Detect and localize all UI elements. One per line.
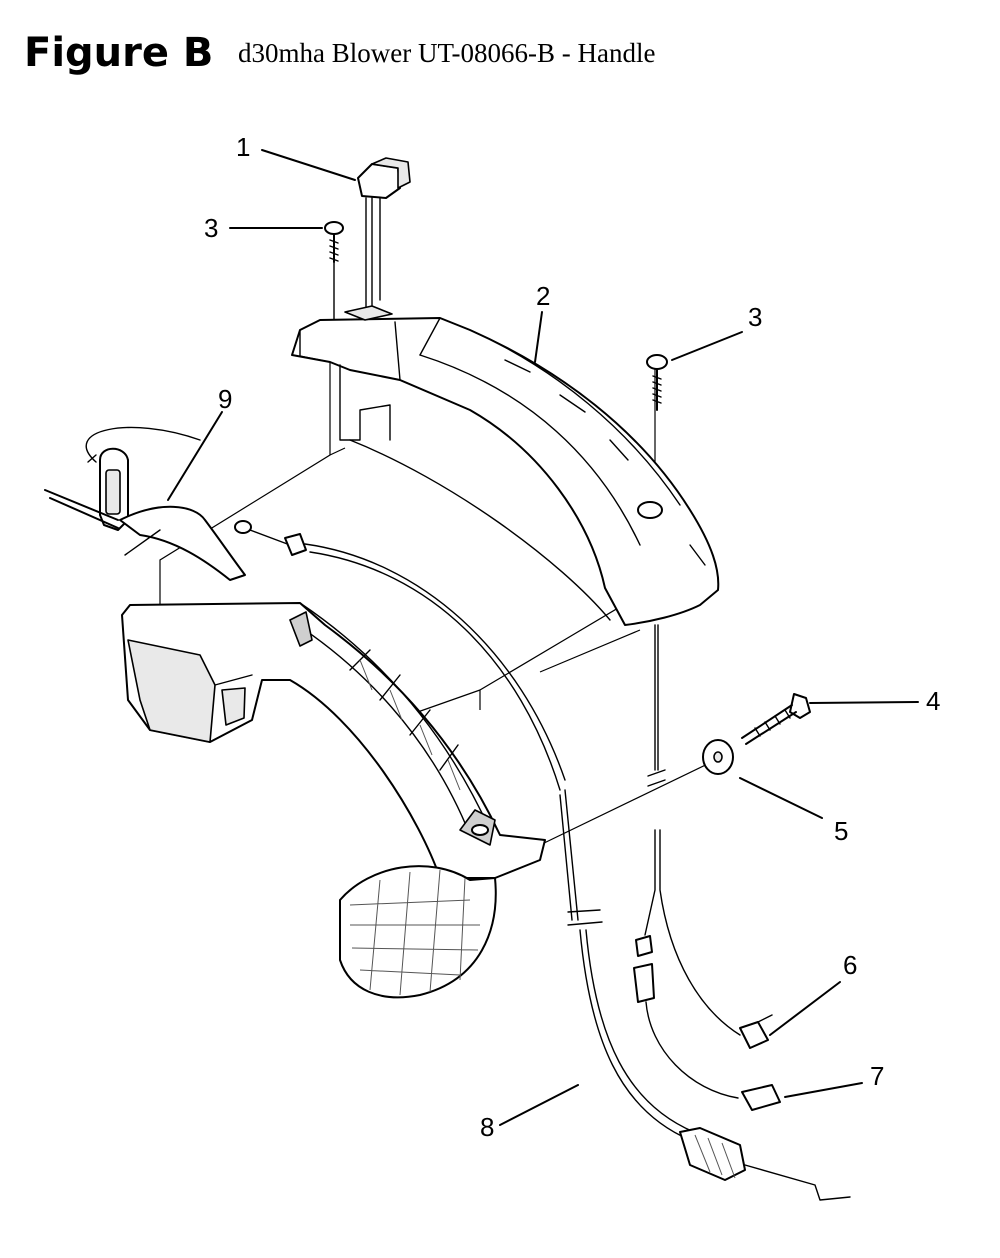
handle-housing-part <box>121 602 546 999</box>
screw-right-part <box>646 354 668 411</box>
callout-2: 2 <box>536 281 550 311</box>
switch-part <box>357 157 411 311</box>
callout-1: 1 <box>236 132 250 162</box>
handle-cover-part <box>291 305 720 626</box>
callout-9: 9 <box>218 384 232 414</box>
screw-top-part <box>324 221 344 321</box>
callout-8: 8 <box>480 1112 494 1142</box>
figure-title: d30mha Blower UT-08066-B - Handle <box>238 38 656 68</box>
callout-4: 4 <box>926 686 940 716</box>
callout-leaders <box>167 149 919 1126</box>
bolt-part <box>741 693 811 745</box>
callout-6: 6 <box>843 950 857 980</box>
callout-5: 5 <box>834 816 848 846</box>
wire-leads-part <box>633 624 781 1111</box>
callout-7: 7 <box>870 1061 884 1091</box>
callout-3-right: 3 <box>748 302 762 332</box>
callout-3-top: 3 <box>204 213 218 243</box>
throttle-cable-part <box>559 789 851 1201</box>
trigger-part <box>44 426 566 791</box>
figure-label: Figure B <box>24 30 214 76</box>
washer-part <box>702 739 734 775</box>
